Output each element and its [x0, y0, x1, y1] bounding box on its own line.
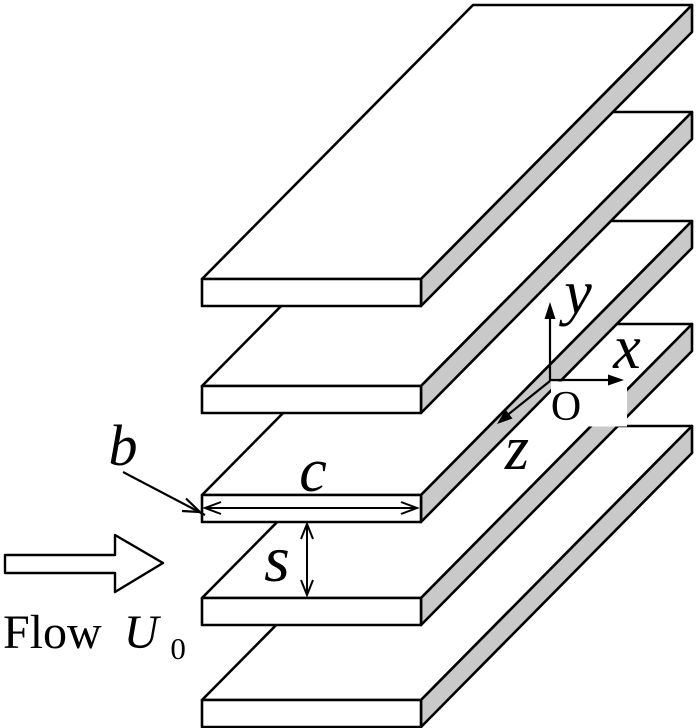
chord-arrow-left-barbs	[202, 501, 222, 515]
z-axis-line	[504, 380, 551, 418]
thickness-arrow-barb-lower	[181, 509, 201, 514]
plate-5-front-face	[200, 698, 423, 728]
spacing-dimension-arrow	[300, 521, 314, 598]
origin-background-patch	[551, 381, 627, 427]
z-axis-arrowhead-icon	[497, 409, 513, 424]
flow-word: Flow	[3, 606, 102, 659]
y-axis-arrowhead-icon	[544, 302, 556, 319]
coordinate-axes	[497, 302, 624, 424]
spacing-arrow-top-barbs	[300, 521, 314, 540]
chord-label: c	[299, 437, 327, 505]
chord-dimension-arrow	[202, 501, 420, 515]
plate-2-front-face	[200, 384, 423, 415]
spacing-arrow-bottom-barbs	[300, 579, 314, 598]
flow-velocity-symbol: U	[124, 606, 162, 659]
chord-arrow-right-barbs	[400, 501, 420, 515]
z-axis-label: z	[504, 415, 529, 483]
plate-4-front-face	[200, 596, 423, 627]
plate-1	[200, 3, 694, 308]
thickness-pointer-arrow	[122, 471, 206, 516]
thickness-label: b	[109, 413, 138, 478]
origin-label: O	[551, 384, 581, 430]
y-axis-label: y	[558, 259, 592, 327]
flow-velocity-subscript: 0	[170, 631, 186, 666]
x-axis-label: x	[612, 314, 641, 382]
thickness-arrow-barb-upper	[185, 497, 201, 513]
spacing-label: s	[264, 523, 290, 596]
flow-label: Flow U 0	[3, 606, 186, 666]
x-axis-arrowhead-icon	[608, 374, 624, 386]
thickness-pointer-line	[122, 471, 206, 516]
plate-1-front-face	[200, 277, 423, 308]
flow-direction-arrow-icon	[3, 533, 165, 594]
